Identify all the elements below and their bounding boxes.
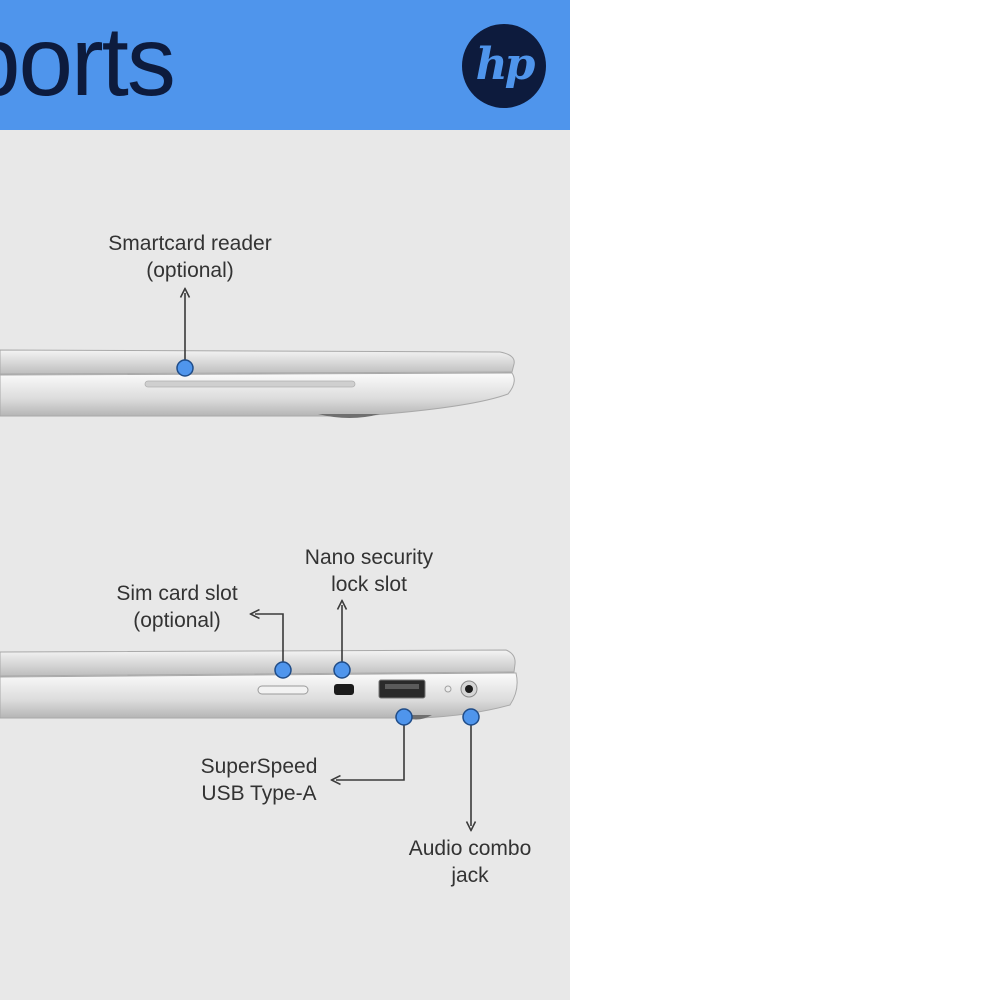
usb-a-leader <box>336 717 405 780</box>
lid-bottom-profile <box>0 649 516 677</box>
nano-lock-label-line2: lock slot <box>331 573 407 596</box>
smartcard-label-line1: Smartcard reader <box>108 232 272 255</box>
usb-a-tongue <box>385 684 419 689</box>
callout-dots <box>176 359 480 726</box>
audio-label-line1: Audio combo <box>408 837 532 860</box>
hp-logo: hp <box>462 24 546 108</box>
smartcard-dot <box>176 359 194 377</box>
nano-lock-slot <box>334 684 354 695</box>
base-top-profile <box>0 372 515 417</box>
laptop-side-view-top <box>0 349 515 418</box>
smartcard-slot <box>144 380 356 388</box>
sim-dot <box>274 661 292 679</box>
lid-top-profile <box>0 349 515 375</box>
usb-a-label-line2: USB Type-A <box>201 782 317 805</box>
sim-label-line1: Sim card slot <box>116 582 238 605</box>
usb-a-label-line1: SuperSpeed <box>200 755 318 778</box>
ports-panel: ports hp <box>0 0 570 1000</box>
header-banner: ports hp <box>0 0 570 130</box>
audio-label: Audio combo jack <box>396 835 544 889</box>
laptop-diagram <box>0 0 518 1000</box>
base-bottom-profile <box>0 672 518 719</box>
smartcard-label: Smartcard reader (optional) <box>90 230 290 284</box>
hp-logo-text: hp <box>475 39 536 90</box>
nano-lock-label-line1: Nano security <box>304 546 434 569</box>
foot-top-profile <box>318 414 380 418</box>
sim-label-line2: (optional) <box>133 609 221 632</box>
sim-label: Sim card slot (optional) <box>97 580 257 634</box>
led-indicator <box>444 685 452 693</box>
smartcard-label-line2: (optional) <box>146 259 234 282</box>
usb-a-label: SuperSpeed USB Type-A <box>184 753 334 807</box>
sim-card-slot <box>257 685 309 695</box>
laptop-side-view-bottom <box>0 649 518 720</box>
audio-jack-hole <box>465 685 473 693</box>
page-title: ports <box>0 6 176 116</box>
audio-dot <box>462 708 480 726</box>
usb-a-dot <box>395 708 413 726</box>
callout-lines <box>185 293 471 826</box>
nano-lock-dot <box>333 661 351 679</box>
nano-lock-label: Nano security lock slot <box>289 544 449 598</box>
sim-leader <box>255 614 284 667</box>
audio-label-line2: jack <box>451 864 489 887</box>
